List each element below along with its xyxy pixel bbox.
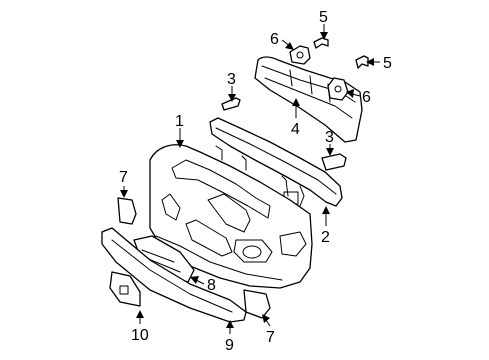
callout-6-left-label: 6 xyxy=(270,31,279,48)
part-9-air-dam xyxy=(101,227,247,323)
part-6-bracket-left xyxy=(289,45,311,65)
part-7-cover-right xyxy=(243,289,271,319)
callout-5-lower-label: 5 xyxy=(383,55,392,72)
callout-7-right-label: 7 xyxy=(266,329,275,346)
callout-1-label: 1 xyxy=(175,113,184,130)
callout-labels: 1 2 3 3 4 5 5 6 6 7 7 8 9 10 xyxy=(119,9,392,354)
part-2-reinforcement xyxy=(209,117,343,223)
callout-8-label: 8 xyxy=(207,277,216,294)
callout-6-right-label: 6 xyxy=(362,89,371,106)
callout-4-label: 4 xyxy=(291,121,300,138)
part-1-bumper-cover xyxy=(149,144,313,289)
callout-3-upper-label: 3 xyxy=(227,71,236,88)
part-5-clip-lower xyxy=(355,55,369,69)
part-5-clip-upper xyxy=(313,37,329,49)
callout-9-label: 9 xyxy=(225,337,234,354)
part-3-filler-lower xyxy=(321,153,347,171)
callout-2-label: 2 xyxy=(321,229,330,246)
part-7-cover-left xyxy=(117,197,137,225)
callout-3-lower-label: 3 xyxy=(325,129,334,146)
part-10-license-bracket xyxy=(109,271,141,307)
part-3-filler-upper xyxy=(221,97,241,111)
part-4-upper-absorber xyxy=(254,56,363,143)
callout-leaders xyxy=(120,24,380,334)
callout-7-left-label: 7 xyxy=(119,169,128,186)
callout-10-label: 10 xyxy=(131,327,149,344)
part-6-bracket-right xyxy=(327,77,349,101)
callout-5-upper-label: 5 xyxy=(319,9,328,26)
